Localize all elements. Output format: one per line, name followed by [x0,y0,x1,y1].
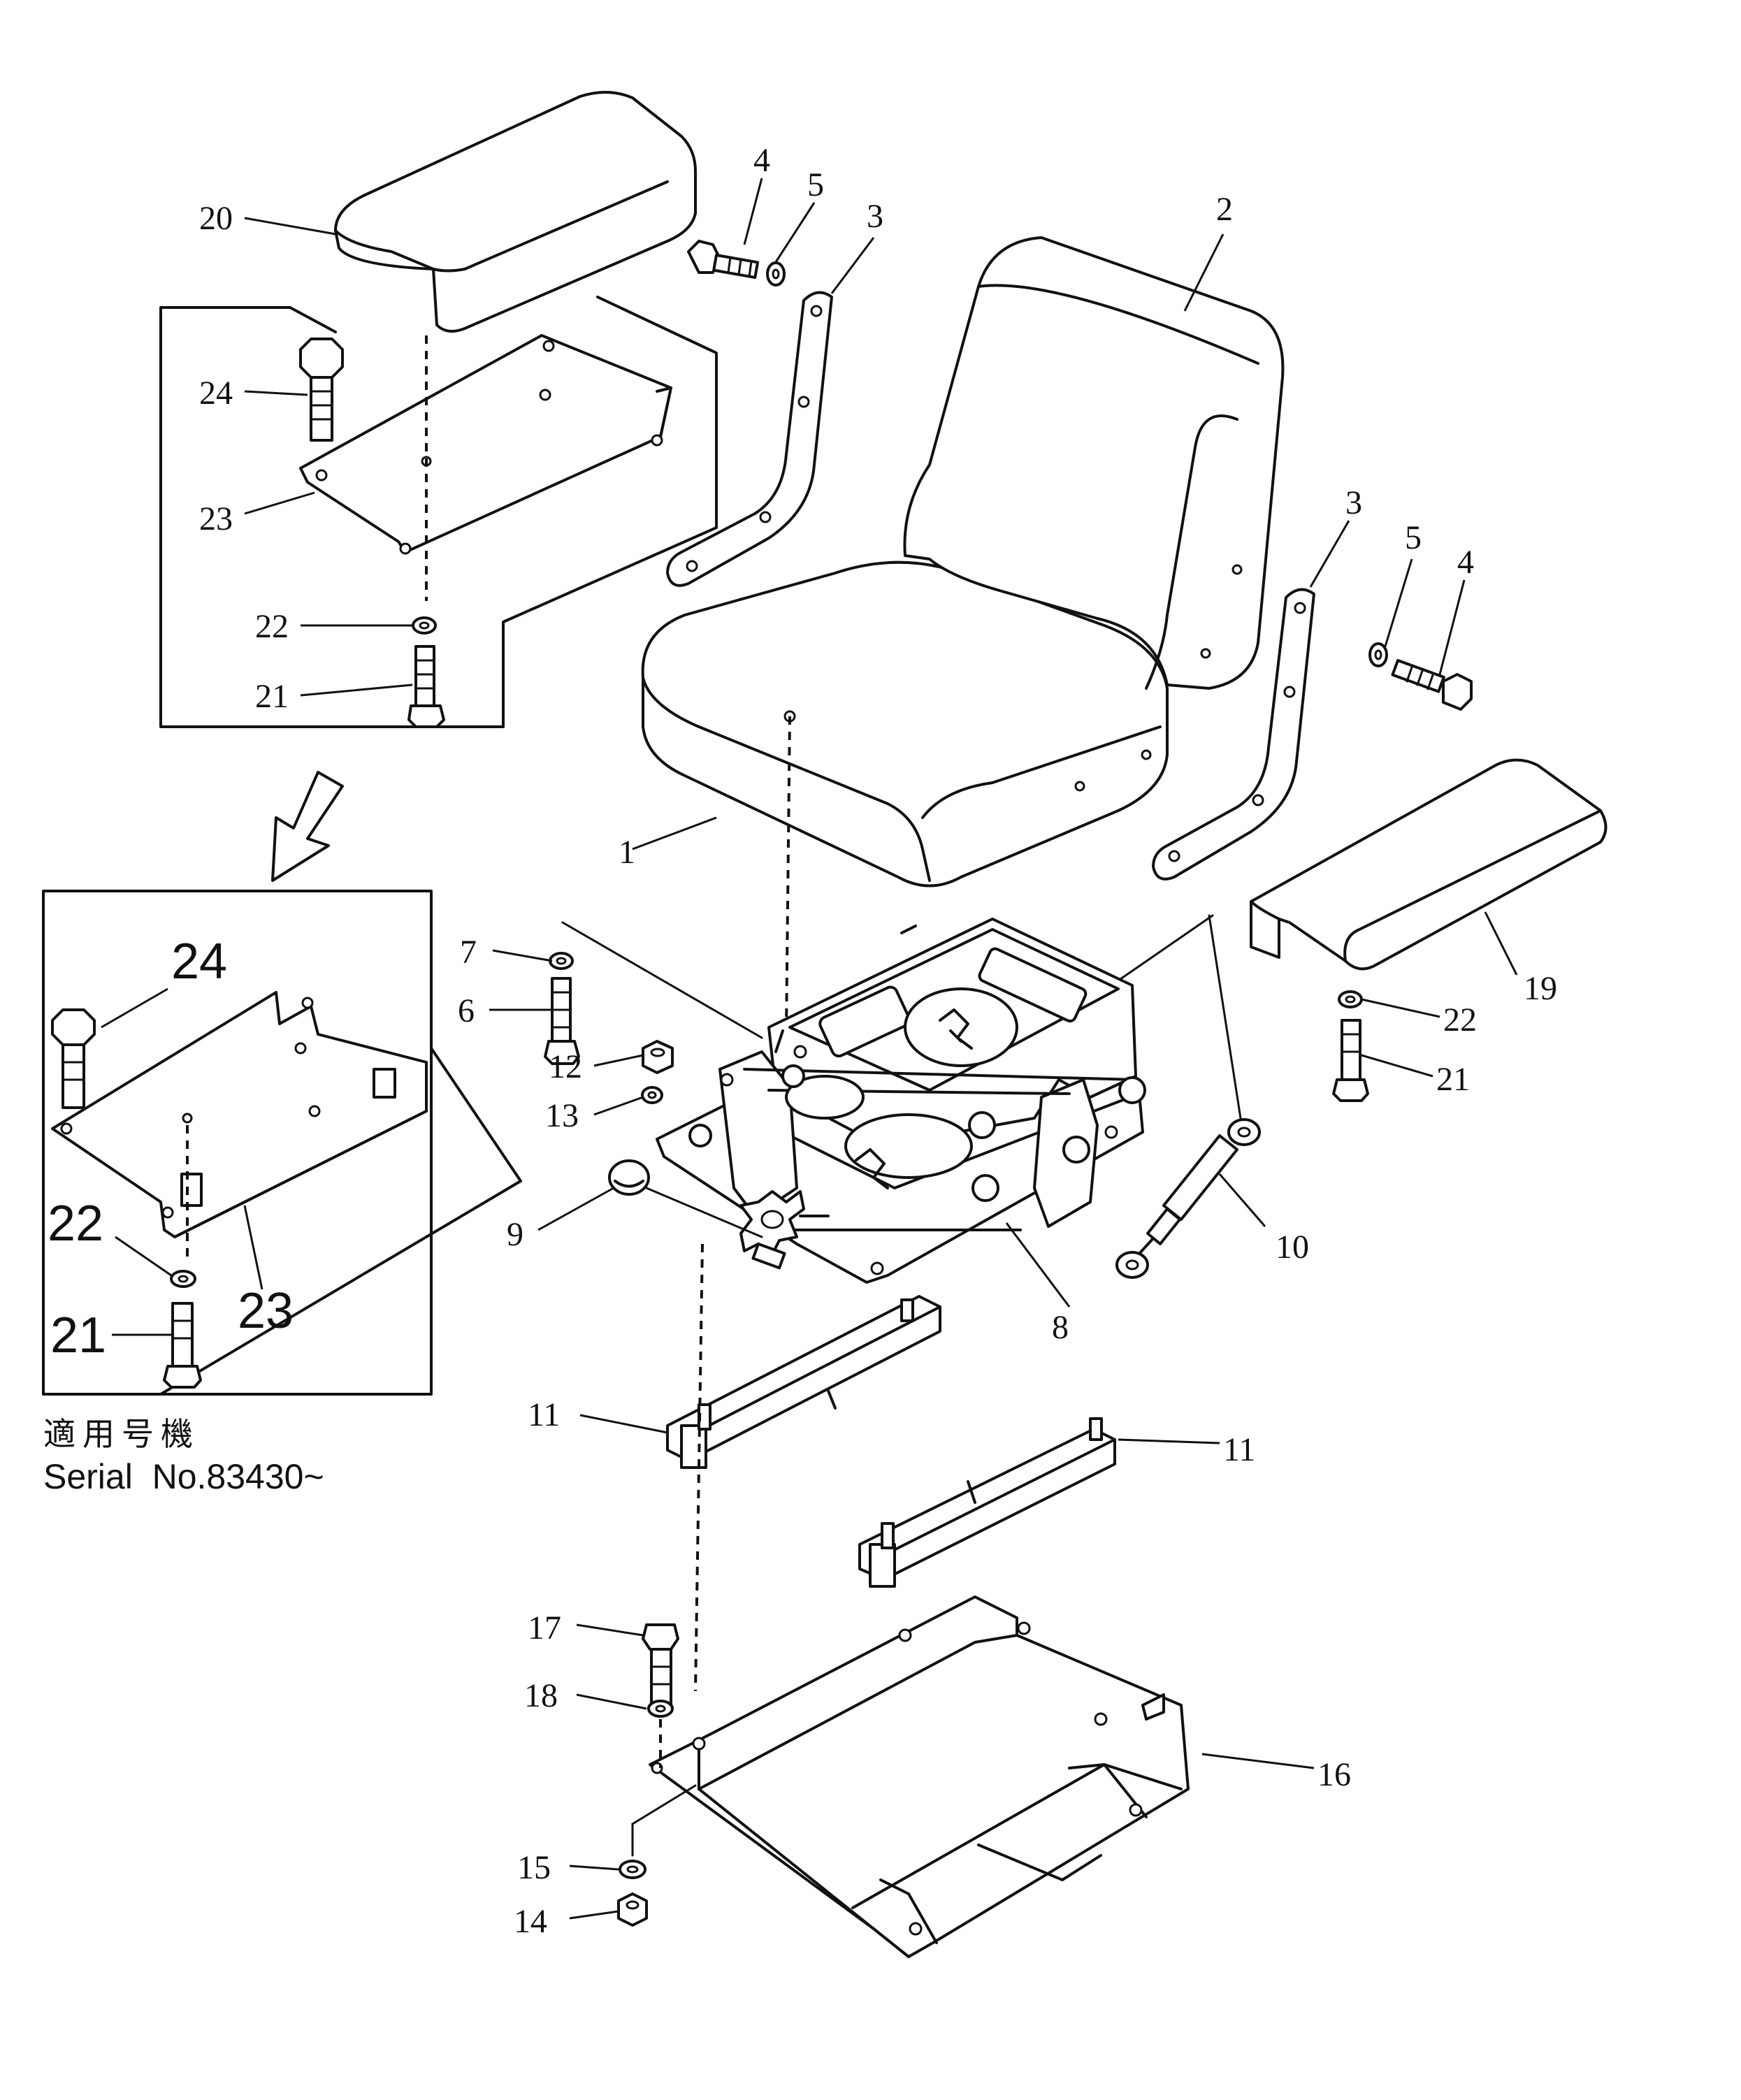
callout-12: 12 [549,1048,582,1085]
callout-21: 21 [255,678,289,715]
suspension-unit-8 [656,918,1146,1284]
bolt-21-upper [407,645,445,728]
serial-inset-box [42,890,522,1396]
inset-washer-22 [170,1270,196,1288]
callout-16: 16 [1317,1756,1351,1793]
inset-callout-24: 24 [171,934,227,990]
slide-rail-11-right [858,1417,1116,1588]
bolt-17 [642,1623,679,1714]
callout-13: 13 [545,1097,579,1134]
washer-22-upper [412,616,437,635]
callout-3-right: 3 [1345,484,1362,521]
callout-11-left: 11 [528,1396,560,1433]
callout-8: 8 [1052,1309,1069,1346]
nut-14 [617,1892,648,1927]
callout-21-right: 21 [1436,1061,1470,1098]
callout-9: 9 [507,1216,523,1253]
washer-5-left [766,261,786,287]
inset-bracket-23 [51,991,428,1258]
callout-18: 18 [524,1677,558,1714]
rail-mount-dashline [694,1243,704,1692]
callout-22: 22 [255,608,289,645]
callout-4: 4 [753,142,770,179]
inset-callout-22: 22 [48,1196,103,1252]
callout-23: 23 [199,500,233,537]
applicability-label: 適用号機 [43,1415,200,1453]
serial-number-text: Serial No.83430~ [43,1457,324,1496]
callout-24: 24 [199,375,233,412]
leader-lines [101,178,1518,1920]
callout-numbers: 20 24 23 22 21 4 5 3 2 3 5 4 1 7 6 12 13… [48,142,1557,1940]
nut-12 [642,1040,674,1074]
bolt-24-upper [299,338,344,442]
callout-19: 19 [1524,970,1557,1007]
callout-20: 20 [199,200,233,237]
bracket-23-upper [299,334,672,601]
callout-5-right: 5 [1405,519,1422,556]
down-arrow-icon [271,771,344,882]
washer-13 [641,1086,663,1104]
callout-5: 5 [807,166,824,203]
callout-10: 10 [1276,1229,1309,1266]
callout-17: 17 [528,1609,561,1646]
bolt-4-right [1391,659,1473,711]
bolt-4-left [687,240,760,280]
bolt-6 [544,977,580,1065]
side-bracket-3-right [1152,588,1315,881]
inset-callout-21: 21 [50,1308,106,1363]
washer-15 [619,1860,646,1879]
callout-4-right: 4 [1457,544,1474,581]
knob-9 [608,1159,763,1238]
armrest-pad-19 [1250,758,1608,971]
suspension-outline-right [1110,914,1214,987]
inset-bolt-21 [163,1302,202,1389]
slide-rail-11-left [666,1295,941,1469]
side-bracket-3-left [666,291,833,587]
damper-10 [1115,914,1261,1279]
base-plate-16 [649,1595,1190,1958]
washer-22-right [1338,990,1363,1008]
base-washer-line-2 [631,1784,697,1825]
backrest-2 [903,236,1285,690]
callout-15: 15 [517,1849,551,1886]
armrest-detail-box [159,296,718,728]
callout-6: 6 [458,992,475,1029]
armrest-pad-20 [334,90,697,333]
callout-22-right: 22 [1443,1001,1477,1038]
callout-1: 1 [619,834,635,871]
washer-18 [647,1700,674,1718]
inset-bolt-24 [51,1008,96,1109]
callout-7: 7 [460,934,477,971]
bolt-21-right [1332,1019,1369,1102]
callout-3: 3 [867,198,883,235]
seat-mount-dashline [785,716,791,1031]
callout-11-right: 11 [1223,1431,1255,1468]
washer-5-right [1368,642,1388,667]
callout-2: 2 [1216,191,1233,228]
washer-7 [549,952,574,970]
callout-14: 14 [514,1903,547,1940]
suspension-outline-left [561,921,763,1039]
seat-cushion-1 [641,560,1169,888]
inset-callout-23: 23 [238,1283,294,1339]
